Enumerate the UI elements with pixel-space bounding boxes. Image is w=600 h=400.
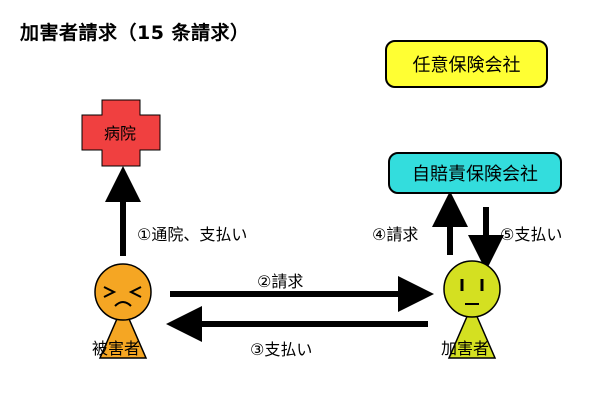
nini-hoken-label: 任意保険会社 bbox=[412, 55, 521, 76]
flow-2-label: ②請求 bbox=[257, 272, 304, 291]
victim-figure-icon bbox=[94, 263, 152, 359]
jibaiseki-hoken-box: 自賠責保険会社 bbox=[388, 152, 562, 194]
hospital-label: 病院 bbox=[104, 124, 137, 143]
flow-3-label: ③支払い bbox=[250, 340, 313, 359]
perpetrator-label: 加害者 bbox=[441, 339, 490, 358]
nini-hoken-box: 任意保険会社 bbox=[385, 40, 548, 88]
perpetrator-figure-icon bbox=[443, 260, 501, 359]
jibaiseki-hoken-label: 自賠責保険会社 bbox=[412, 164, 538, 185]
flow-1-label: ①通院、支払い bbox=[137, 225, 248, 244]
flow-5-label: ⑤支払い bbox=[500, 225, 563, 244]
page-title: 加害者請求（15 条請求） bbox=[20, 22, 250, 44]
victim-label: 被害者 bbox=[92, 339, 141, 358]
flow-4-label: ④請求 bbox=[372, 225, 419, 244]
